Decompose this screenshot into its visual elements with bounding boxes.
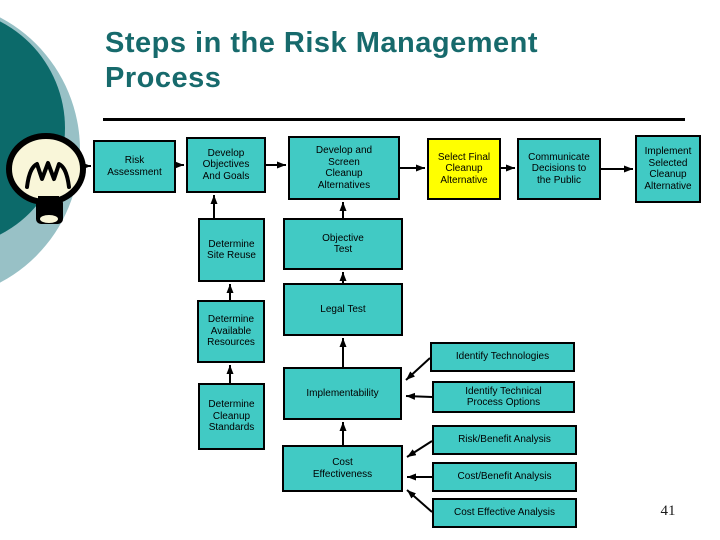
arrow-riskbenefit-to-cost bbox=[406, 440, 433, 458]
flow-node-communicate-decisions: Communicate Decisions to the Public bbox=[517, 138, 601, 200]
flow-node-risk-benefit-analysis: Risk/Benefit Analysis bbox=[432, 425, 577, 455]
flow-node-identify-technical-options: Identify Technical Process Options bbox=[432, 381, 575, 413]
flow-node-legal-test: Legal Test bbox=[283, 283, 403, 336]
flow-node-objective-test: Objective Test bbox=[283, 218, 403, 270]
flow-node-implement-selected: Implement Selected Cleanup Alternative bbox=[635, 135, 701, 203]
lightbulb-icon bbox=[6, 133, 86, 224]
arrow-technical-to-implementability bbox=[405, 392, 433, 400]
flow-node-determine-available-resources: Determine Available Resources bbox=[197, 300, 265, 363]
flow-node-determine-cleanup-standards: Determine Cleanup Standards bbox=[198, 383, 265, 450]
arrow-technologies-to-implementability bbox=[405, 357, 431, 381]
flow-node-cost-effectiveness: Cost Effectiveness bbox=[282, 445, 403, 492]
flow-node-cost-benefit-analysis: Cost/Benefit Analysis bbox=[432, 462, 577, 492]
page-number: 41 bbox=[660, 503, 676, 519]
arrow-costeffective-to-cost bbox=[406, 489, 433, 513]
flow-node-cost-effective-analysis: Cost Effective Analysis bbox=[432, 498, 577, 528]
page-title: Steps in the Risk Management Process bbox=[105, 27, 538, 94]
flow-node-implementability: Implementability bbox=[283, 367, 402, 420]
flow-node-develop-screen-alternatives: Develop and Screen Cleanup Alternatives bbox=[288, 136, 400, 200]
flow-node-determine-site-reuse: Determine Site Reuse bbox=[198, 218, 265, 282]
title-underline bbox=[103, 118, 685, 121]
flow-node-develop-objectives: Develop Objectives And Goals bbox=[186, 137, 266, 193]
flow-node-identify-technologies: Identify Technologies bbox=[430, 342, 575, 372]
flow-node-select-final-alternative: Select Final Cleanup Alternative bbox=[427, 138, 501, 200]
flow-arrows bbox=[82, 161, 633, 513]
flow-node-risk-assessment: Risk Assessment bbox=[93, 140, 176, 193]
